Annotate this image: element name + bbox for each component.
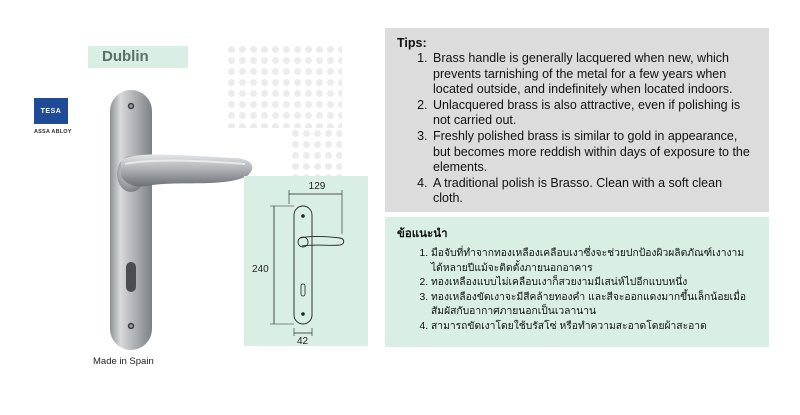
- brand-group-text: ASSA ABLOY: [34, 129, 72, 135]
- thai-tips-title: ข้อแนะนำ: [397, 228, 448, 240]
- dot-pattern: [226, 44, 342, 128]
- brand-logo: TESA: [34, 98, 68, 124]
- product-title: Dublin: [88, 46, 188, 68]
- diagram-background: [244, 176, 368, 346]
- brand-logo-text: TESA: [40, 107, 62, 115]
- thai-tips-panel: ข้อแนะนำ มือจับที่ทำจากทองเหลืองเคลือบเง…: [385, 217, 769, 347]
- list-item: มือจับที่ทำจากทองเหลืองเคลือบเงาซึ่งจะช่…: [431, 247, 755, 276]
- dimension-width: 129: [309, 181, 326, 192]
- origin-label: Made in Spain: [93, 356, 154, 367]
- list-item: ทองเหลืองแบบไม่เคลือบเงาก็สวยงามมีเสน่ห์…: [431, 276, 755, 291]
- list-item: A traditional polish is Brasso. Clean wi…: [431, 176, 755, 207]
- tips-title: Tips:: [397, 36, 427, 50]
- tips-panel: Tips: Brass handle is generally lacquere…: [385, 28, 769, 212]
- dot-pattern: [290, 128, 342, 176]
- door-handle-photo: [110, 90, 253, 350]
- thai-tips-list: มือจับที่ทำจากทองเหลืองเคลือบเงาซึ่งจะช่…: [397, 247, 755, 335]
- tips-list: Brass handle is generally lacquered when…: [397, 51, 755, 207]
- list-item: Freshly polished brass is similar to gol…: [431, 129, 755, 176]
- list-item: Brass handle is generally lacquered when…: [431, 51, 755, 98]
- dimension-bottom: 42: [297, 336, 309, 346]
- list-item: ทองเหลืองขัดเงาจะมีสีคล้ายทองคำ และสีจะอ…: [431, 291, 755, 320]
- dimension-height: 240: [252, 264, 269, 275]
- dimension-drawing: 129 240 42: [252, 181, 345, 346]
- list-item: สามารถขัดเงาโดยใช้บรัสโซ่ หรือทำความสะอา…: [431, 320, 755, 335]
- list-item: Unlacquered brass is also attractive, ev…: [431, 98, 755, 129]
